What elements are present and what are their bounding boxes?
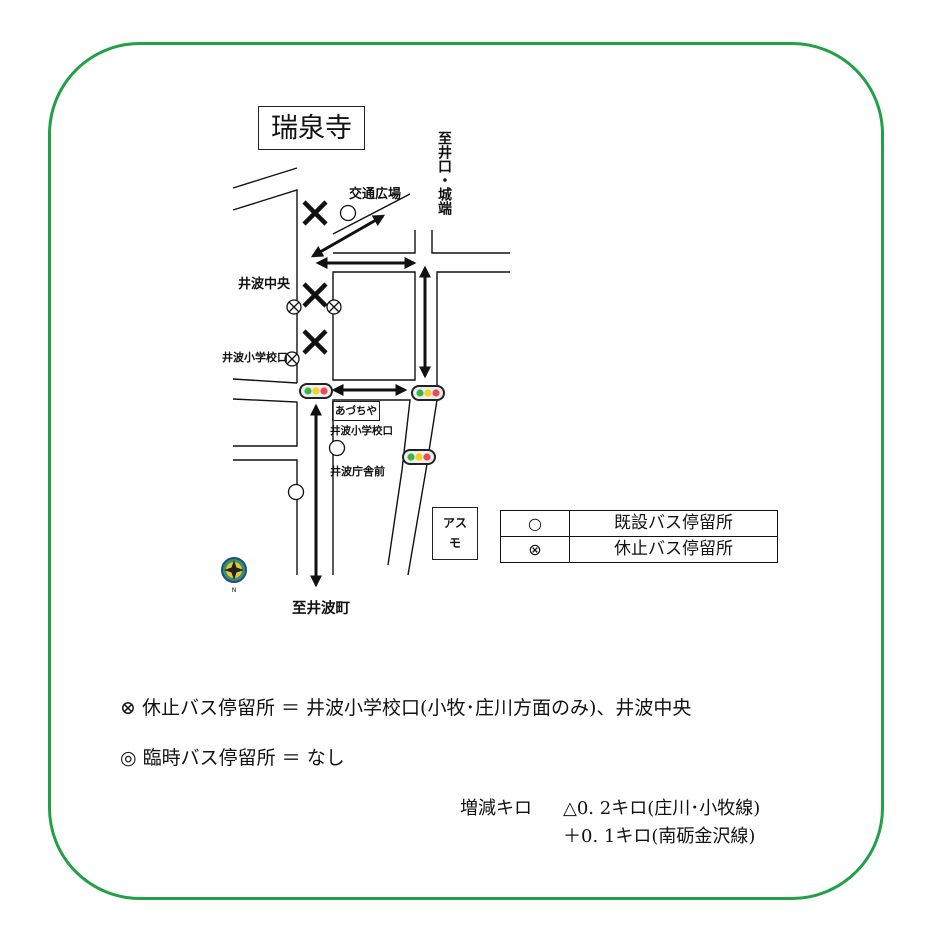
circled-x-icon xyxy=(286,299,302,315)
x-mark-icon xyxy=(302,282,328,308)
note-distance-change-label: 増減キロ xyxy=(460,798,532,819)
note-distance-change: ＋0. 1キロ(南砺金沢線) xyxy=(563,826,756,847)
road-edge xyxy=(333,230,416,254)
map-frame xyxy=(48,42,884,900)
label-asumo: アスモ xyxy=(442,516,467,550)
legend-symbol-existing: ○ xyxy=(500,510,570,537)
road-edge xyxy=(232,189,298,383)
traffic-light-icon xyxy=(299,383,333,399)
road-edge xyxy=(431,230,510,254)
destination-south: 至井波町 xyxy=(292,601,350,617)
legend-row: ○ 既設バス停留所 xyxy=(500,510,778,537)
legend-symbol-suspended: ⊗ xyxy=(500,536,570,563)
circled-x-icon xyxy=(284,351,300,367)
legend-label-suspended: 休止バス停留所 xyxy=(569,536,778,563)
traffic-light-icon xyxy=(402,449,436,465)
road-edge xyxy=(233,459,298,575)
road-edge xyxy=(232,398,298,447)
destination-north-east: 至井口・城端 xyxy=(436,131,452,215)
compass-north-label: N xyxy=(232,587,237,594)
circle-icon xyxy=(287,483,305,501)
road-edge xyxy=(332,271,416,381)
label-azuchiya-box: あづちや xyxy=(332,401,380,421)
circle-icon xyxy=(339,204,357,222)
circle-icon xyxy=(328,439,346,457)
x-mark-icon xyxy=(302,329,328,355)
legend-label-existing: 既設バス停留所 xyxy=(569,510,778,537)
label-inami-office: 井波庁舎前 xyxy=(330,465,385,478)
compass-icon xyxy=(221,557,247,583)
temple-title-box: 瑞泉寺 xyxy=(258,106,365,150)
note-temporary-stops: ◎ 臨時バス停留所 ＝ なし xyxy=(120,747,345,769)
closed-marks xyxy=(302,200,328,355)
road-edge xyxy=(232,378,298,384)
road-edge xyxy=(332,399,411,575)
circled-x-icon xyxy=(326,299,342,315)
x-mark-icon xyxy=(302,200,328,226)
label-traffic-plaza: 交通広場 xyxy=(349,187,402,202)
label-inami-school-west: 井波小学校口 xyxy=(222,351,288,364)
route-arrow xyxy=(310,214,386,258)
label-asumo-box: アスモ xyxy=(432,507,478,560)
existing-stops xyxy=(287,204,357,501)
note-suspended-stops: ⊗ 休止バス停留所 ＝ 井波小学校口(小牧･庄川方面のみ)、井波中央 xyxy=(120,697,692,719)
road-edge xyxy=(232,167,298,189)
label-inami-school-east: 井波小学校口 xyxy=(330,425,393,437)
suspended-stops xyxy=(284,299,342,367)
note-distance-change: △0. 2キロ(庄川･小牧線) xyxy=(563,798,761,819)
legend-row: ⊗ 休止バス停留所 xyxy=(500,536,778,563)
legend-table: ○ 既設バス停留所 ⊗ 休止バス停留所 xyxy=(500,510,778,563)
route-arrows xyxy=(310,214,431,588)
label-inami-chuo: 井波中央 xyxy=(238,277,291,292)
temple-title: 瑞泉寺 xyxy=(271,112,352,144)
traffic-light-icon xyxy=(411,385,445,401)
label-azuchiya: あづちや xyxy=(335,404,377,417)
